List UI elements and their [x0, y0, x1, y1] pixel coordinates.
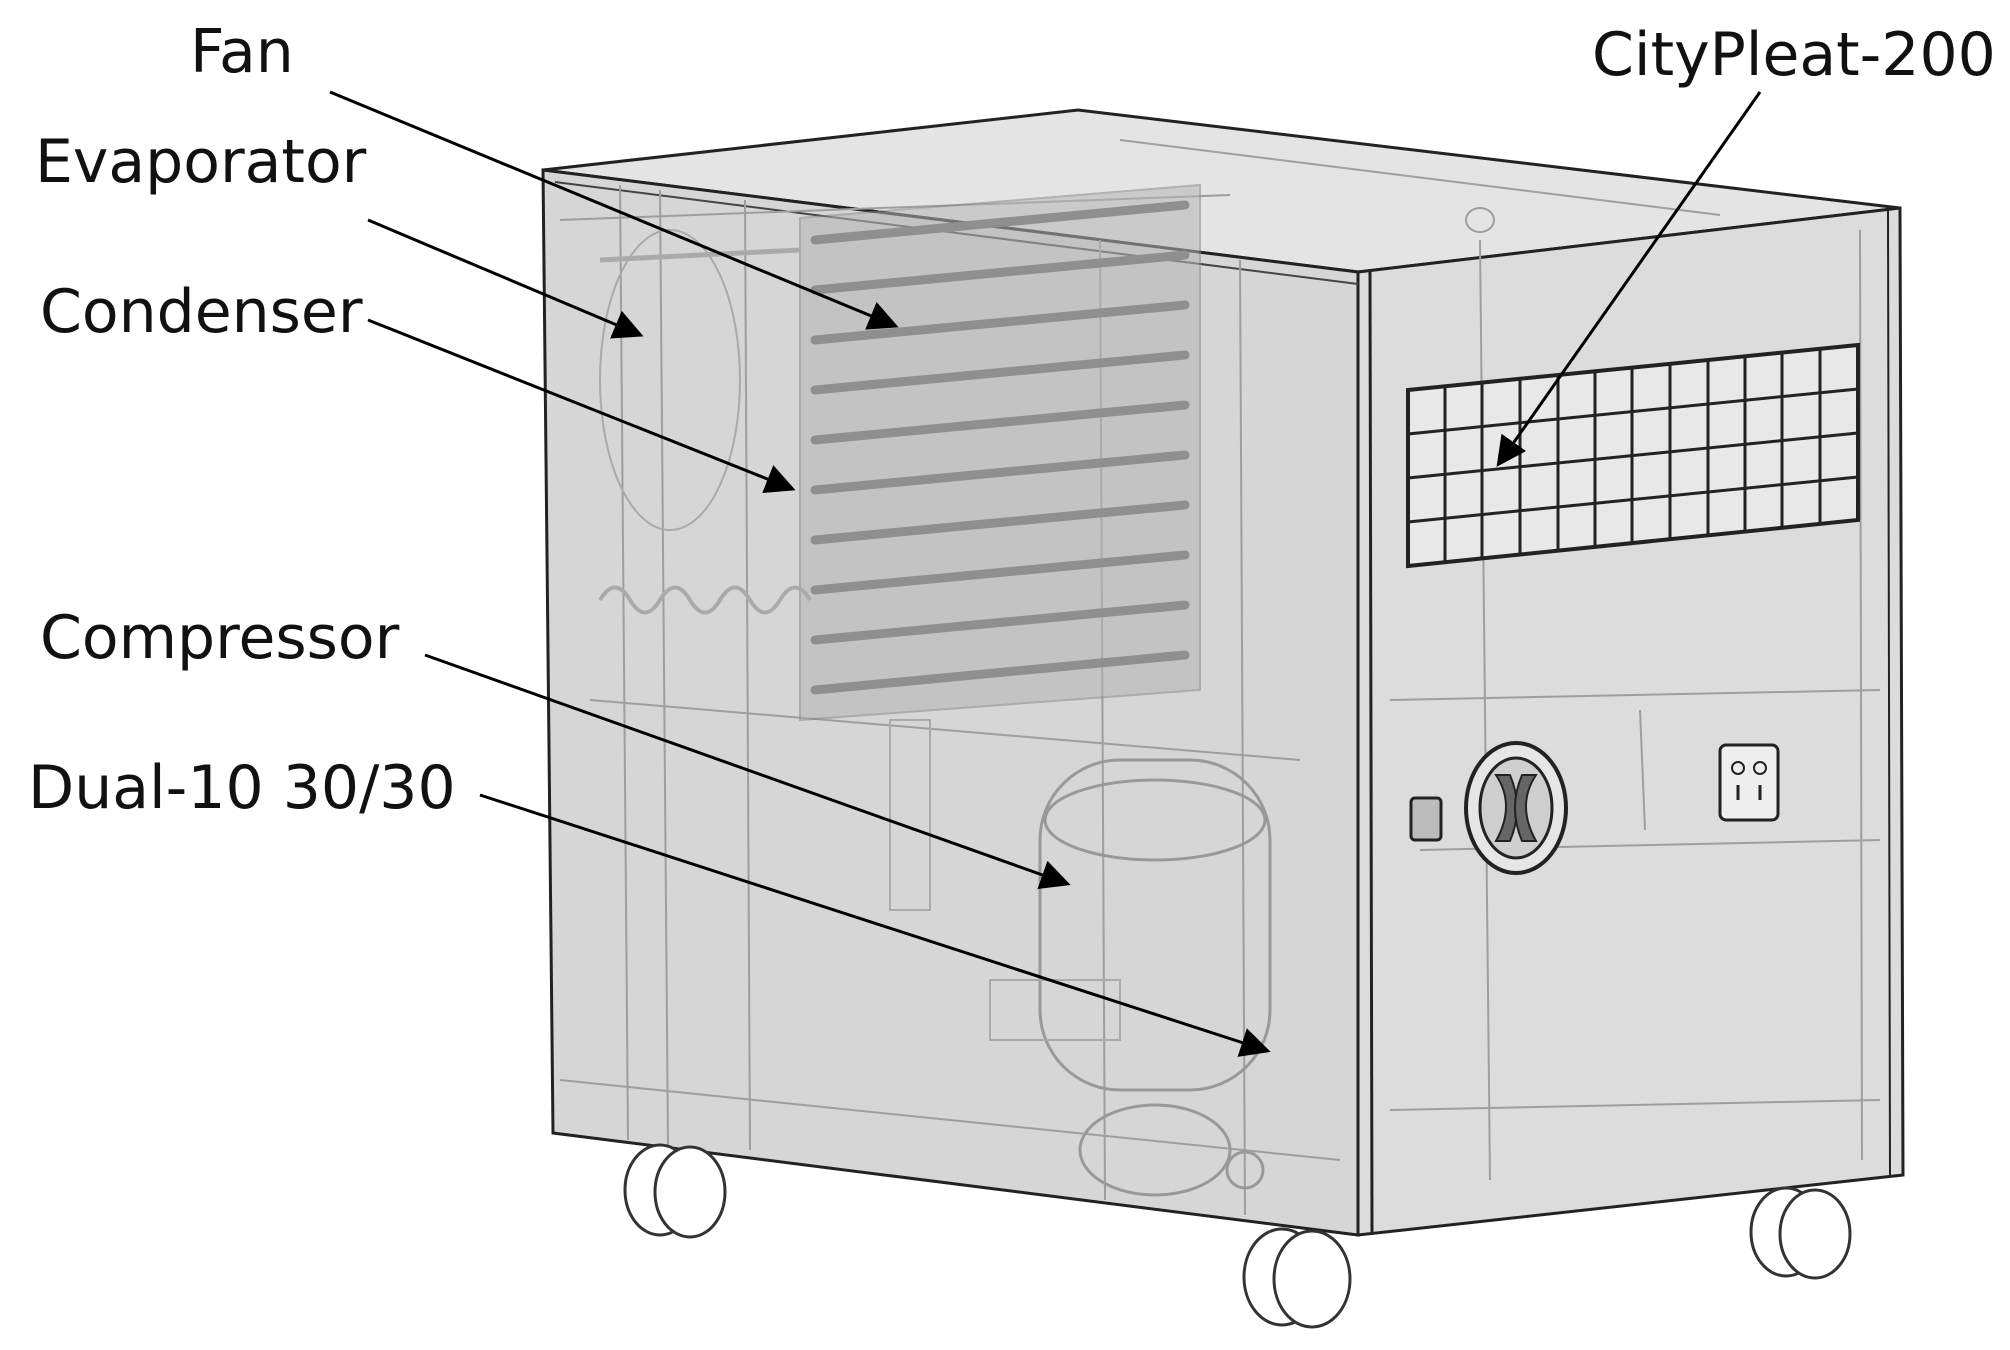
filter-arrow: [1496, 91, 1762, 467]
unit-body: [541, 108, 1905, 1329]
power-switch: [1409, 796, 1443, 842]
control-knob: [1464, 741, 1568, 875]
compressor-shape: [1038, 758, 1272, 1197]
filter-grille: [1406, 342, 1860, 569]
capacitor-shape: [889, 719, 1121, 1041]
capacitor-arrow: [479, 793, 1271, 1057]
label-evaporator: Evaporator: [35, 127, 367, 197]
label-filter: CityPleat-200: [1592, 20, 1996, 90]
label-condenser: Condenser: [40, 277, 363, 347]
label-capacitor: Dual-10 30/30: [28, 753, 456, 823]
condenser-arrow: [367, 318, 796, 494]
callout-arrows: [329, 90, 1762, 1057]
label-compressor: Compressor: [40, 603, 400, 673]
compressor-arrow: [424, 653, 1071, 890]
coil-block: [598, 183, 1201, 722]
fan-arrow: [329, 90, 899, 330]
caster-wheels: [623, 1143, 1852, 1329]
label-fan: Fan: [190, 17, 294, 87]
power-outlet: [1718, 743, 1780, 822]
evaporator-arrow: [367, 218, 644, 339]
